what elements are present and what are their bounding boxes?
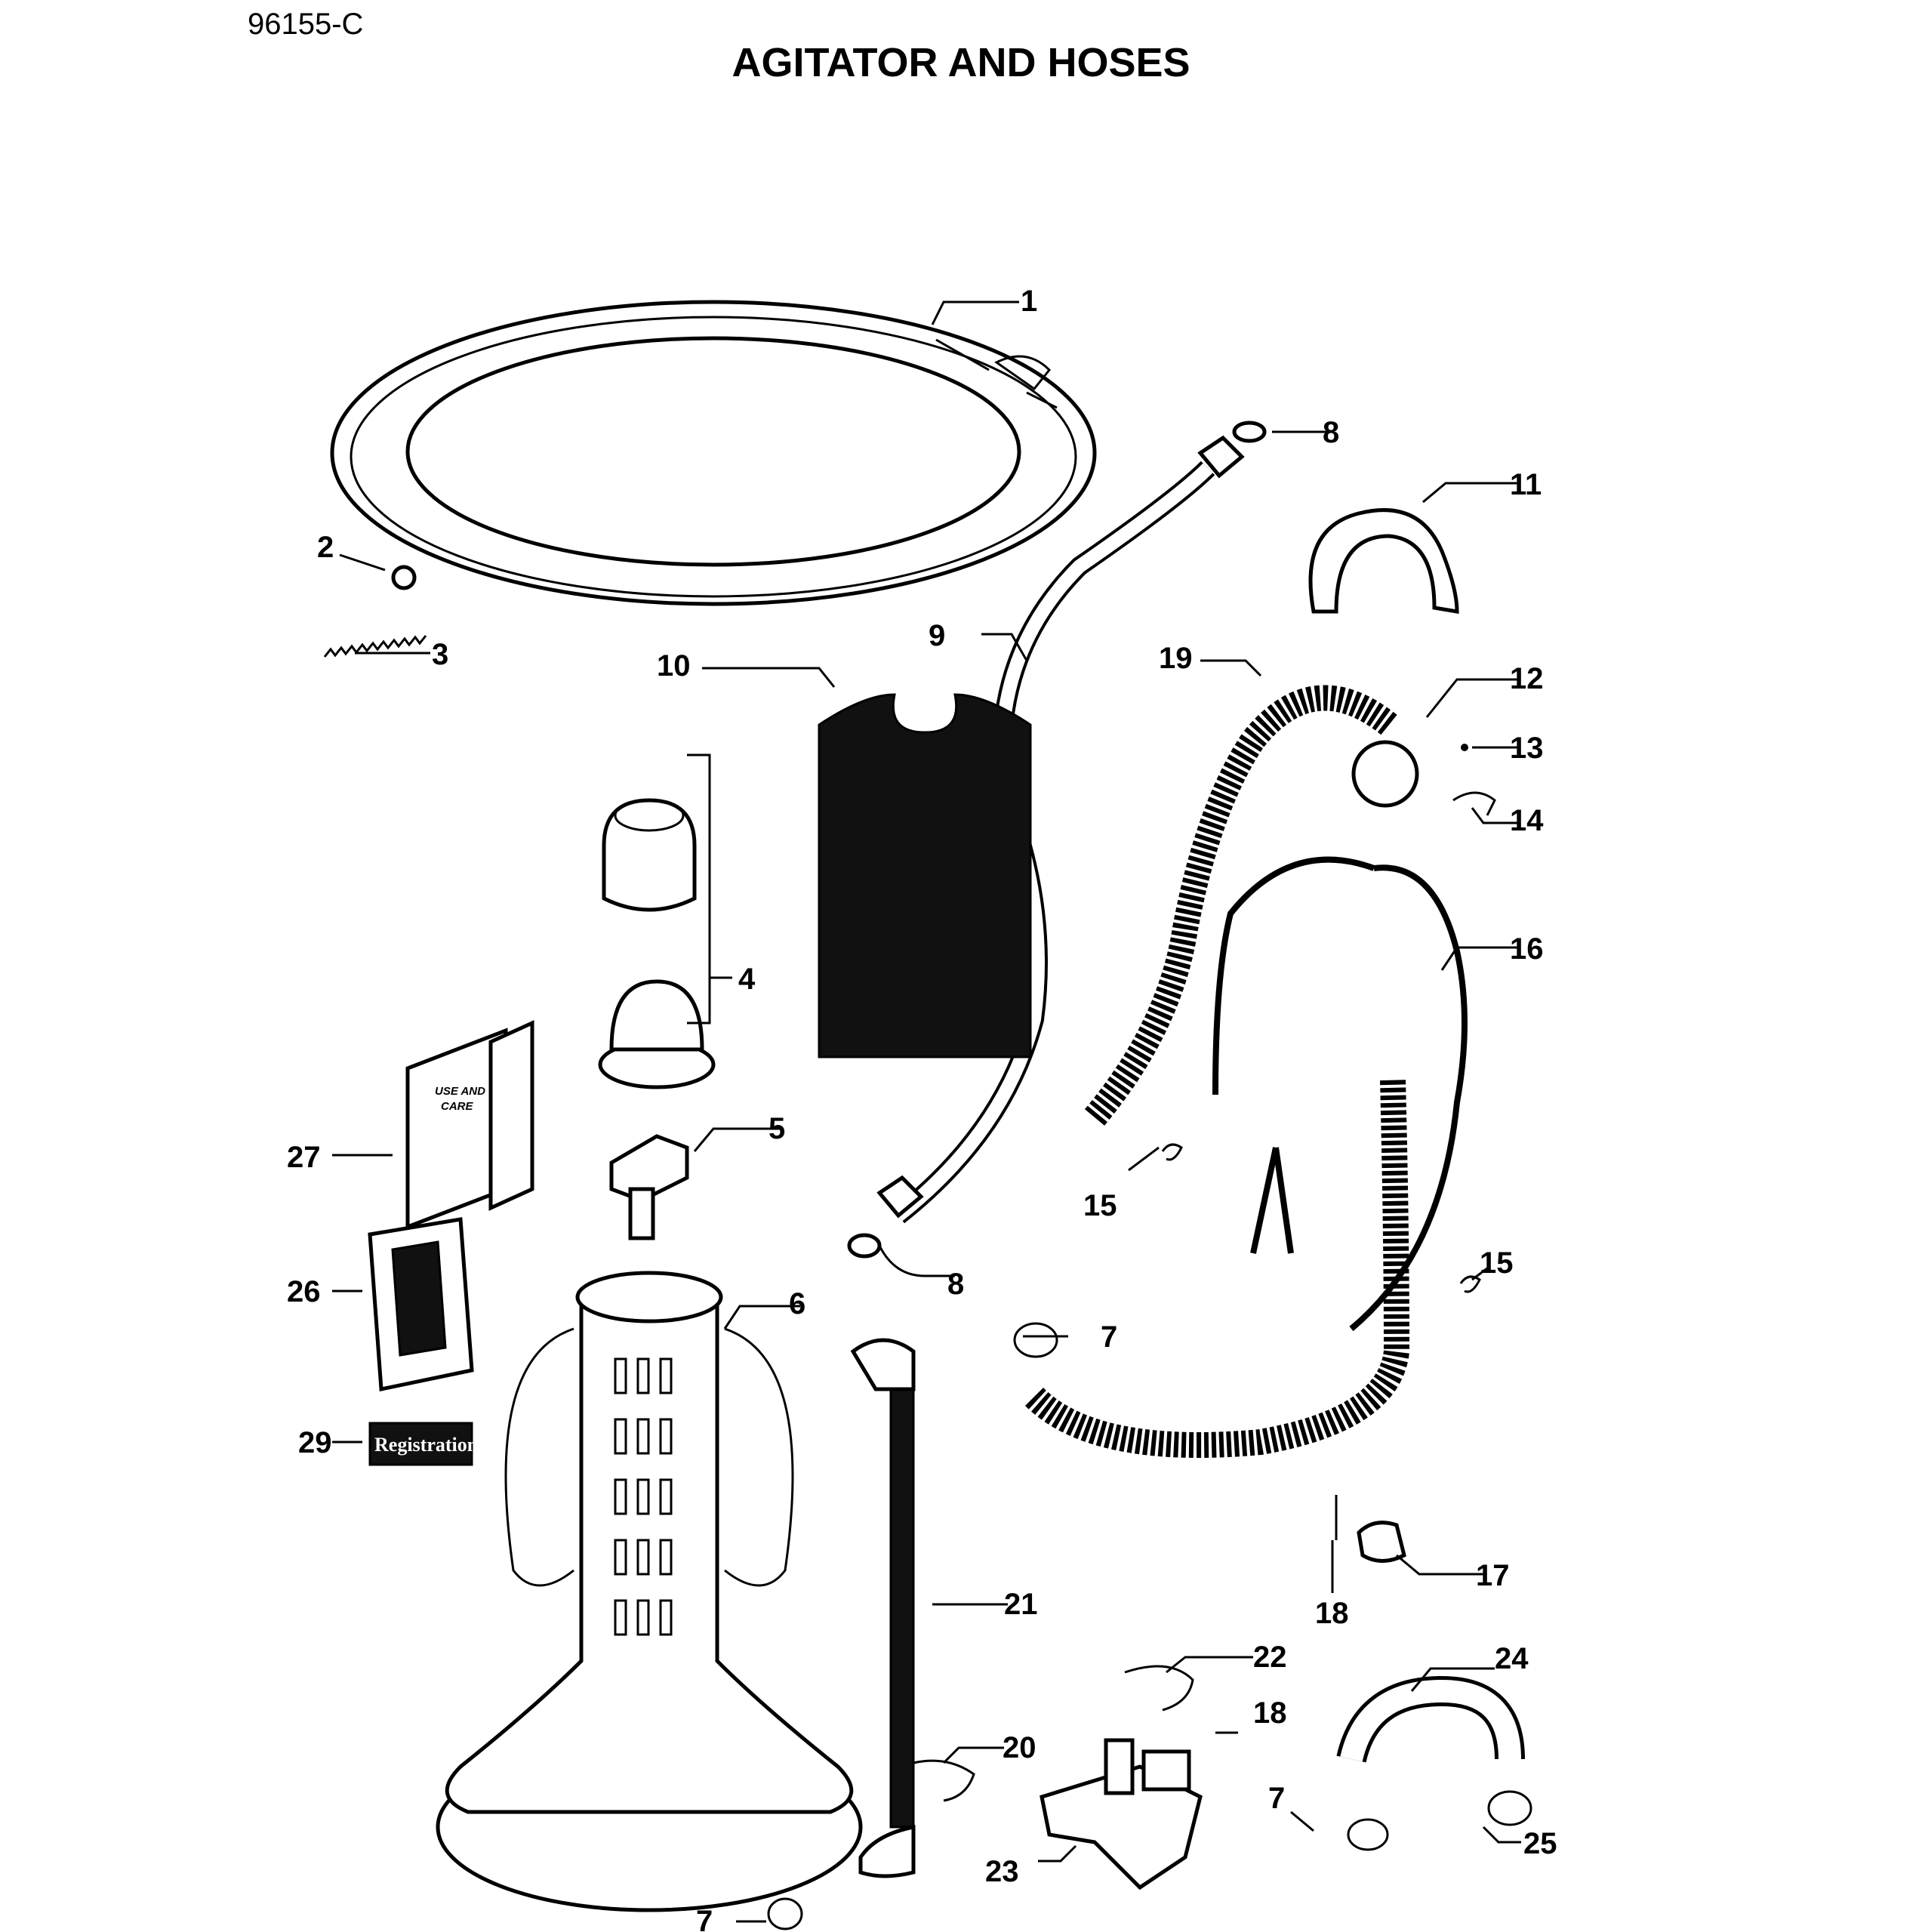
part-23-mixing-valve: [1040, 1738, 1203, 1890]
part-10-shield: [818, 693, 1032, 1058]
callout-29: 29: [298, 1426, 332, 1459]
part-20-clip: [913, 1759, 975, 1802]
part-12-pump: [1351, 740, 1419, 808]
part-29-registration-card: Registration: [368, 1422, 479, 1466]
callout-15-left: 15: [1083, 1189, 1117, 1222]
callout-20: 20: [1003, 1731, 1036, 1764]
manual-text-line-1: USE AND: [435, 1085, 485, 1098]
callout-12: 12: [1510, 662, 1544, 695]
callout-14: 14: [1510, 804, 1544, 837]
callout-17: 17: [1476, 1559, 1510, 1592]
part-8-washer-top: [1232, 421, 1267, 443]
part-15-clip-left: [1161, 1143, 1183, 1161]
part-27-manual: USE AND CARE: [405, 1020, 534, 1230]
callout-11: 11: [1510, 468, 1542, 501]
page-title: AGITATOR AND HOSES: [732, 40, 1190, 85]
callout-13: 13: [1510, 732, 1544, 765]
callout-6: 6: [789, 1287, 805, 1320]
callout-5: 5: [768, 1112, 785, 1145]
part-1-tub-ring: [330, 300, 1097, 606]
part-6-agitator: [436, 1271, 863, 1912]
part-13-screw: [1461, 744, 1468, 751]
part-19-drain-hose: [1084, 685, 1397, 1126]
callout-labels: 1 2 3 4 5 6 7 7 7 8 8 9 10 11 19 12 13 1…: [287, 285, 1557, 1932]
callout-16: 16: [1510, 932, 1544, 966]
callout-18-upper: 18: [1315, 1597, 1349, 1630]
part-2-clip: [391, 565, 417, 590]
part-7-clamp-bottom-left: [767, 1897, 803, 1930]
callout-15-right: 15: [1480, 1246, 1514, 1280]
callout-10: 10: [657, 649, 691, 683]
callout-1: 1: [1021, 285, 1037, 318]
part-25-clamp: [1487, 1790, 1532, 1826]
part-5-drive-block: [609, 1134, 689, 1240]
callout-2: 2: [317, 531, 334, 564]
leader-lines: [332, 300, 1521, 1923]
callout-18-lower: 18: [1253, 1696, 1287, 1730]
page-code: 96155-C: [248, 8, 364, 41]
callout-27: 27: [287, 1141, 321, 1174]
part-14-clamp: [1452, 791, 1496, 816]
callout-26: 26: [287, 1275, 321, 1308]
callout-7-left: 7: [1101, 1320, 1117, 1354]
callout-19: 19: [1159, 642, 1193, 675]
part-15-clip-right: [1459, 1275, 1481, 1293]
part-4-agitator-cap: [598, 798, 716, 1089]
callout-8-top: 8: [1323, 416, 1339, 449]
part-11-hose-guide: [1308, 508, 1459, 614]
callout-23: 23: [985, 1855, 1019, 1888]
callout-8-bottom: 8: [947, 1268, 964, 1301]
part-7-clamp-left: [1013, 1322, 1058, 1358]
callout-3: 3: [432, 638, 448, 671]
callout-7-right: 7: [1268, 1782, 1285, 1815]
part-3-spring: [323, 635, 427, 658]
part-8-washer-bottom: [847, 1233, 882, 1259]
part-7-clamp-bottom-right: [1347, 1818, 1389, 1851]
callout-7-bottom: 7: [696, 1905, 713, 1932]
callout-24: 24: [1495, 1642, 1529, 1675]
part-21-tube: [850, 1338, 916, 1878]
part-24-hose: [1336, 1675, 1525, 1763]
callout-9: 9: [929, 619, 945, 652]
callout-22: 22: [1253, 1641, 1287, 1674]
callout-25: 25: [1523, 1827, 1557, 1860]
registration-card-text: Registration: [374, 1434, 479, 1456]
part-26-literature-pack: [368, 1217, 474, 1392]
part-16-wire-harness: [1212, 856, 1468, 1332]
callout-21: 21: [1004, 1588, 1038, 1621]
callout-4: 4: [738, 963, 756, 996]
part-22-clip: [1124, 1665, 1194, 1712]
manual-text-line-2: CARE: [441, 1100, 473, 1113]
part-17-drain-connector: [1024, 1079, 1410, 1563]
